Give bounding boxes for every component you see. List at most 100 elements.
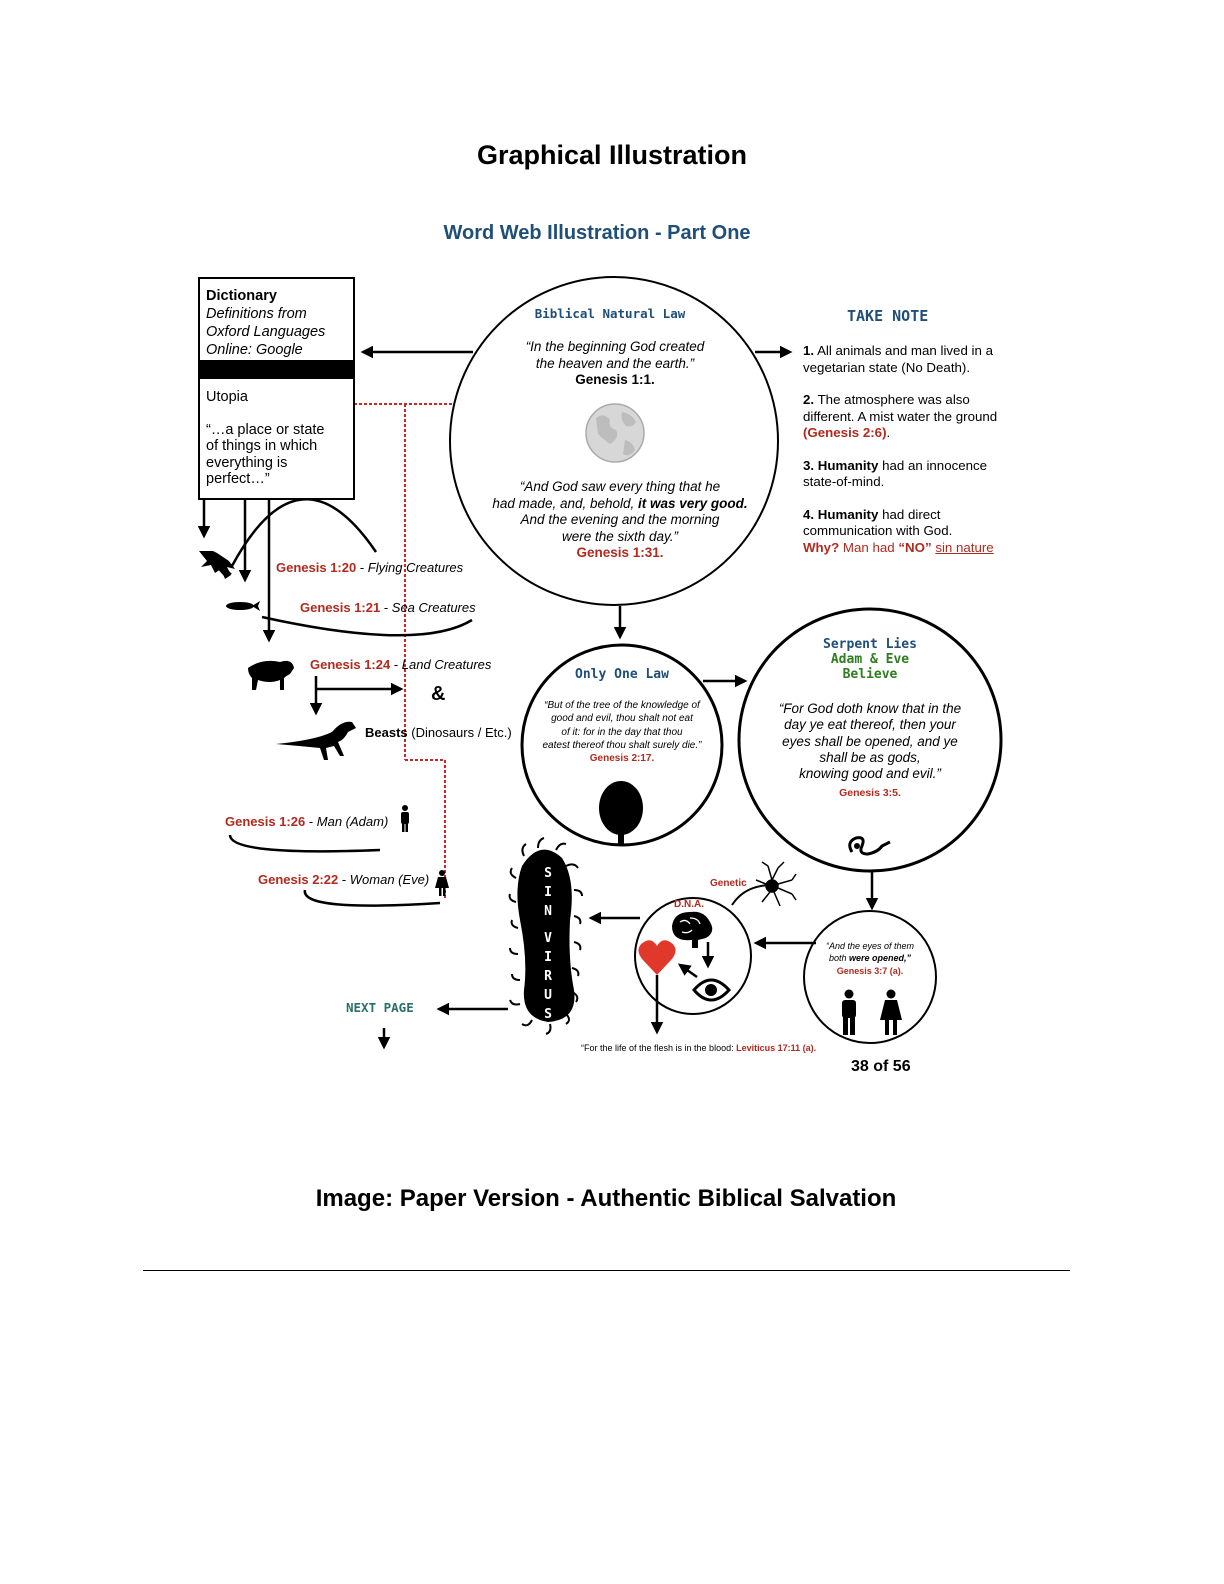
ampersand: & (431, 683, 446, 705)
law-quote-line-3: of it: for in the day that thou (561, 726, 683, 738)
beasts-bold: Beasts (365, 725, 408, 740)
sep-3: - (390, 657, 402, 672)
adam-eve-icons (842, 989, 902, 1035)
quote1-line-2: the heaven and the earth.” (535, 355, 695, 371)
law-quote-line-4: eatest thereof thou shalt surely die.” (542, 739, 702, 751)
land-ref: Genesis 1:24 (310, 657, 391, 672)
man-label: Genesis 1:26 - Man (Adam) (225, 814, 388, 829)
serpent-quote-2: day ye eat thereof, then your (784, 717, 956, 733)
red-connectors (354, 403, 455, 900)
note-1-num: 1. (803, 343, 815, 358)
why-label: Why? (803, 539, 840, 555)
quote2-line-3: And the evening and the morning (520, 512, 720, 527)
virus-letter-n: N (544, 904, 552, 919)
flying-text: Flying Creatures (367, 560, 464, 575)
virus-letter-u: U (544, 988, 552, 1003)
horizontal-rule (143, 1270, 1070, 1271)
blood-text: “For the life of the flesh is in the blo… (581, 1043, 734, 1053)
page-number: 38 of 56 (851, 1058, 911, 1075)
note-4-text: had direct communication with God. (803, 506, 953, 539)
sin-nature-link[interactable]: sin nature (935, 539, 994, 555)
take-note-list: 1. All animals and man lived in a vegeta… (803, 343, 1013, 556)
eyes-opened-circle (803, 910, 937, 1044)
serpent-quote: “For God doth know that in the day ye ea… (755, 701, 985, 782)
natural-law-title: Biblical Natural Law (534, 306, 686, 321)
natural-law-circle (449, 276, 779, 606)
virus-letter-v: V (544, 931, 552, 946)
arrows (197, 345, 879, 1050)
virus-letter-i: I (544, 885, 552, 900)
neuron-icon (755, 861, 797, 907)
quote2-line-1: “And God saw every thing that he (519, 479, 721, 494)
man-icon (401, 805, 409, 832)
note-3-num: 3. (803, 457, 815, 473)
serpent-quote-3: eyes shall be opened, and ye (782, 733, 958, 749)
quote1-ref: Genesis 1:1. (575, 372, 655, 387)
note-2-end: . (886, 425, 891, 440)
dictionary-box: Dictionary Definitions from Oxford Langu… (198, 277, 355, 500)
globe-icon (585, 403, 645, 463)
sep-5: - (338, 872, 350, 887)
genetic-label: Genetic (710, 878, 747, 889)
law-quote-line-1: “But of the tree of the knowledge of (544, 700, 700, 711)
virus-letter-i2: I (544, 950, 552, 965)
dna-label: D.N.A. (674, 899, 704, 910)
sep-2: - (380, 600, 392, 615)
blood-ref: Leviticus 17:11 (a). (736, 1043, 817, 1053)
brain-icon (672, 911, 713, 948)
note-item-4: 4. Humanity had direct communication wit… (803, 507, 1013, 557)
page-title: Graphical Illustration (476, 140, 748, 170)
flying-creatures-label: Genesis 1:20 - Flying Creatures (276, 560, 463, 575)
flying-ref: Genesis 1:20 (276, 560, 357, 575)
next-page-link[interactable]: NEXT PAGE (346, 1000, 414, 1015)
woman-text: Woman (Eve) (349, 872, 430, 887)
only-one-law-circle (520, 643, 724, 847)
eyes-opened-quote: “And the eyes of them both were opened,”… (808, 940, 932, 977)
diagram-subtitle: Word Web Illustration - Part One (443, 222, 751, 244)
eyes-quote-2b: were opened,” (849, 953, 912, 964)
woman-icon (435, 870, 449, 896)
serpent-quote-4: shall be as gods, (819, 749, 921, 765)
definition-line-2: of things in which (206, 438, 318, 454)
man-text: Man (Adam) (316, 814, 389, 829)
dictionary-header: Dictionary Definitions from Oxford Langu… (200, 279, 353, 359)
whale-icon (226, 601, 260, 611)
take-note-title: TAKE NOTE (847, 307, 929, 325)
dinosaur-icon (276, 721, 356, 760)
serpent-title-1: Serpent Lies (823, 637, 917, 652)
virus-letter-s2: S (544, 1007, 552, 1022)
serpent-icon (848, 836, 891, 856)
only-one-law-title: Only One Law (575, 667, 669, 682)
tree-icon (599, 781, 643, 844)
dictionary-black-bar (200, 360, 353, 379)
natural-law-quote-1: “In the beginning God created the heaven… (470, 339, 760, 389)
beasts-label: Beasts (Dinosaurs / Etc.) (365, 725, 512, 740)
woman-ref: Genesis 2:22 (258, 872, 339, 887)
note-4-bold: Humanity (817, 506, 879, 522)
dictionary-source-3: Online: Google (206, 342, 303, 358)
sep-1: - (356, 560, 368, 575)
land-creatures-label: Genesis 1:24 - Land Creatures (310, 657, 491, 672)
note-3-text: had an innocence state-of-mind. (803, 457, 988, 490)
serpent-quote-5: knowing good and evil.” (799, 766, 941, 782)
serpent-title-3: Believe (842, 667, 898, 682)
quote2-line-2a: had made, and, behold, (492, 495, 635, 511)
eyes-quote-1: “And the eyes of them (825, 941, 915, 951)
image-caption: Image: Paper Version - Authentic Biblica… (315, 1185, 897, 1212)
note-2-ref: (Genesis 2:6) (803, 425, 887, 440)
eyes-ref: Genesis 3:7 (a). (836, 965, 904, 976)
note-3-bold: Humanity (817, 457, 879, 473)
definition-line-4: perfect…” (206, 471, 270, 487)
heart-icon (638, 940, 676, 975)
serpent-title: Serpent Lies Adam & Eve Believe (770, 637, 970, 682)
definition-line-3: everything is (206, 454, 288, 471)
buffalo-icon (248, 660, 294, 690)
virus-letter-r: R (544, 969, 552, 984)
definition-line-1: “…a place or state (206, 421, 325, 438)
virus-letter-s: S (544, 866, 552, 881)
man-ref: Genesis 1:26 (225, 814, 306, 829)
virus-icon (508, 837, 583, 1035)
dna-circle (634, 897, 752, 1015)
sin-letters: S I N V I R U S (538, 864, 558, 1024)
woman-label: Genesis 2:22 - Woman (Eve) (258, 872, 429, 887)
